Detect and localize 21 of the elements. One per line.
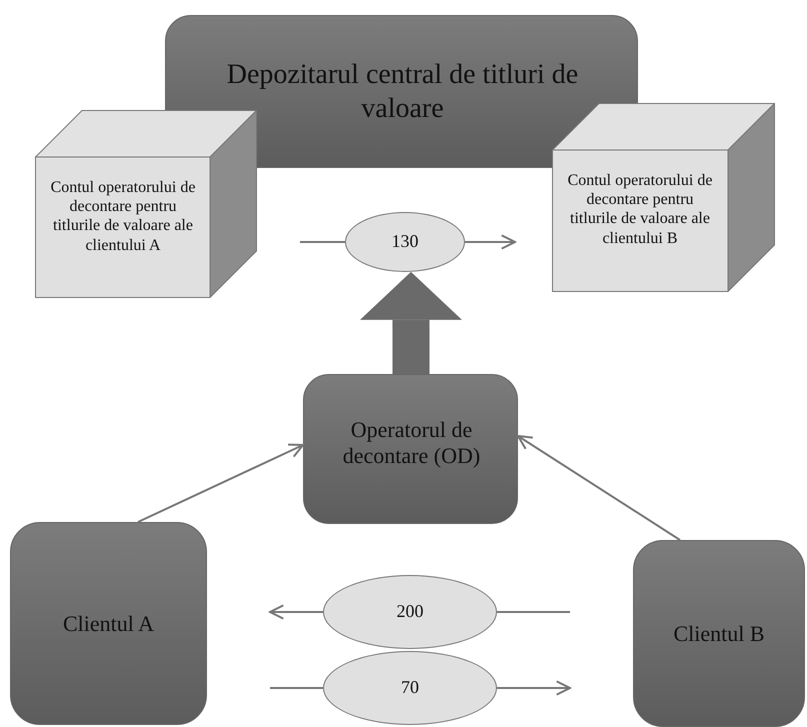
rounded-box xyxy=(633,540,805,727)
arrow xyxy=(138,444,304,523)
arrow xyxy=(465,234,516,250)
block-arrow xyxy=(360,272,462,374)
node-text: Clientul B xyxy=(672,620,766,647)
node-text: Clientul A xyxy=(62,610,156,637)
node-text: Operatorul de decontare (OD) xyxy=(342,417,482,470)
connector-line xyxy=(497,611,570,613)
connector-line xyxy=(300,241,345,243)
rounded-box xyxy=(303,374,518,524)
arrow xyxy=(269,604,323,620)
node-text: 200 xyxy=(396,601,424,623)
arrow xyxy=(497,680,571,696)
account-text: Contul operatorului de decontare pentru titlurile de valoare ale clientului B xyxy=(566,171,714,248)
connector-line xyxy=(270,687,323,689)
account-text: Contul operatorului de decontare pentru titlurile de valoare ale clientului A xyxy=(50,178,196,255)
rounded-box xyxy=(10,522,207,725)
node-text: 70 xyxy=(400,677,420,699)
arrow xyxy=(517,435,681,541)
node-text: 130 xyxy=(390,231,420,253)
node-text: Depozitarul central de titluri de valoare xyxy=(226,58,580,126)
